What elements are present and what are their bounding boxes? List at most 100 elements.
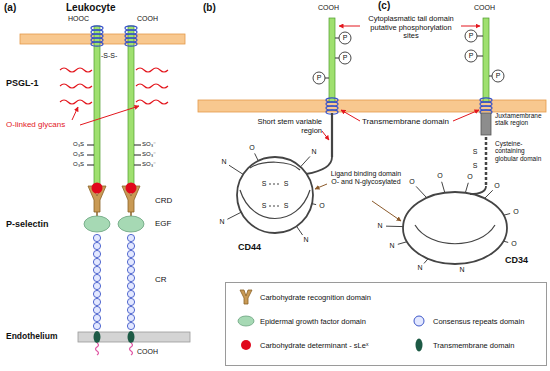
glycan-site: N	[221, 158, 226, 166]
chain-link	[470, 186, 486, 194]
glycan-site: O	[494, 182, 499, 190]
leader-arrow	[453, 110, 479, 121]
cytoplasmic-tail	[96, 343, 133, 355]
molecule-name: CD34	[505, 255, 528, 265]
glycan-stub	[386, 226, 403, 227]
glycan-wave	[60, 100, 92, 104]
leader-arrow	[72, 107, 78, 120]
legend-swatch	[236, 289, 256, 305]
transmembrane-helix	[326, 98, 492, 114]
legend-swatch	[409, 313, 429, 329]
consensus-repeats	[93, 234, 135, 330]
glycan-wave	[136, 100, 168, 104]
disulfide-bond	[269, 184, 281, 206]
transmembrane-helix	[91, 26, 137, 46]
slex-dot	[126, 183, 137, 194]
phosphate-label: P	[469, 52, 474, 60]
panel-letter: (b)	[203, 2, 216, 14]
glycan-stub	[255, 153, 259, 160]
phosphate-label: P	[496, 72, 501, 80]
egf-domain	[84, 216, 110, 232]
stem-link	[306, 157, 332, 174]
legend-text: Transmembrane domain	[433, 341, 514, 350]
legend-swatch	[236, 313, 256, 329]
sulfate-label: SO₃⁻	[142, 151, 156, 158]
glycan-site: O	[249, 144, 254, 152]
legend-text: Consensus repeats domain	[433, 317, 524, 326]
legend-text: Carbohydrate recognition domain	[260, 293, 371, 302]
linker	[97, 212, 131, 216]
legend-swatch	[409, 337, 429, 353]
leader-arrows	[72, 26, 480, 140]
sulfur-label: S	[473, 148, 478, 156]
leader-arrow	[315, 184, 327, 189]
glycan-wave	[136, 68, 168, 72]
legend-box: Carbohydrate recognition domainEpidermal…	[225, 282, 547, 366]
psgl-strand	[128, 26, 134, 186]
cd44-globular-domain	[237, 157, 313, 233]
cd34-mucin-loop	[403, 192, 507, 264]
phosphate-circle	[339, 32, 351, 44]
sulfate-ticks	[87, 145, 141, 165]
repeat-symbol	[414, 316, 424, 326]
glycan-site: N	[219, 218, 224, 226]
juxtamembrane-stalk	[481, 113, 491, 135]
sulfur-label: S	[473, 162, 478, 170]
domain-label: EGF	[155, 219, 171, 228]
cysteine-region	[485, 137, 488, 186]
helix-turn	[125, 42, 137, 46]
molecule-name: CD44	[238, 242, 261, 252]
endothelium-membrane	[78, 332, 190, 342]
glycan-site: O	[409, 178, 414, 186]
phosphate-circle	[339, 52, 351, 64]
chain-fold	[250, 162, 300, 170]
glycan-stub	[398, 242, 407, 245]
molecule-name: P-selectin	[6, 219, 49, 229]
glycan-stub	[312, 203, 316, 205]
disulfide-label: -S-S-	[101, 52, 117, 60]
legend-item: Transmembrane domain	[409, 337, 514, 353]
phosphate-label: P	[343, 54, 348, 62]
terminus-label: COOH	[137, 348, 158, 356]
phosphate-label: P	[343, 34, 348, 42]
leader-arrow	[461, 26, 480, 27]
leader-arrow	[372, 201, 401, 221]
glycan-site: O	[437, 172, 442, 180]
legend-item: Carbohydrate determinant - sLeˣ	[236, 337, 368, 353]
panel-letter: (c)	[378, 0, 390, 12]
o-glycan-chains	[60, 68, 168, 104]
legend-text: Epidermal growth factor domain	[260, 317, 366, 326]
chain-fold	[240, 190, 310, 219]
glycan-site: N	[377, 222, 382, 230]
sulfate-label: O₃S	[73, 161, 84, 168]
transmembrane-domain	[94, 331, 101, 343]
glycan-site: O	[319, 202, 324, 210]
glycan-site: N	[459, 266, 464, 274]
phosphate-circle	[465, 50, 477, 62]
glycan-stub	[229, 165, 243, 174]
chain-fold	[415, 225, 495, 244]
callout-label: Cytoplasmatic tail domain putative phosp…	[362, 15, 460, 41]
transmembrane-symbol	[416, 339, 423, 352]
glycan-stub	[503, 241, 508, 242]
glycan-site: N	[303, 236, 308, 244]
terminus-label: COOH	[474, 4, 495, 12]
glycan-stub	[465, 183, 468, 193]
transmembrane-domain	[128, 331, 135, 343]
legend-item: Carbohydrate recognition domain	[236, 289, 371, 305]
legend-swatch	[236, 337, 256, 353]
egf-symbol	[238, 316, 254, 326]
sulfur-label: S	[284, 180, 289, 188]
legend-text: Carbohydrate determinant - sLeˣ	[260, 341, 368, 350]
sulfate-label: SO₃⁻	[142, 161, 156, 168]
glycan-stub	[504, 214, 511, 216]
glycan-wave	[60, 84, 92, 88]
terminus-label: COOH	[137, 15, 158, 23]
cell-membrane	[198, 100, 546, 112]
domain-label: CR	[155, 275, 167, 284]
sulfur-label: S	[284, 202, 289, 210]
callout-label: Juxtamembrane stalk region	[495, 112, 547, 127]
domain-label: CRD	[155, 196, 172, 205]
sulfate-label: O₃S	[73, 151, 84, 158]
terminus-label: COOH	[318, 4, 339, 12]
